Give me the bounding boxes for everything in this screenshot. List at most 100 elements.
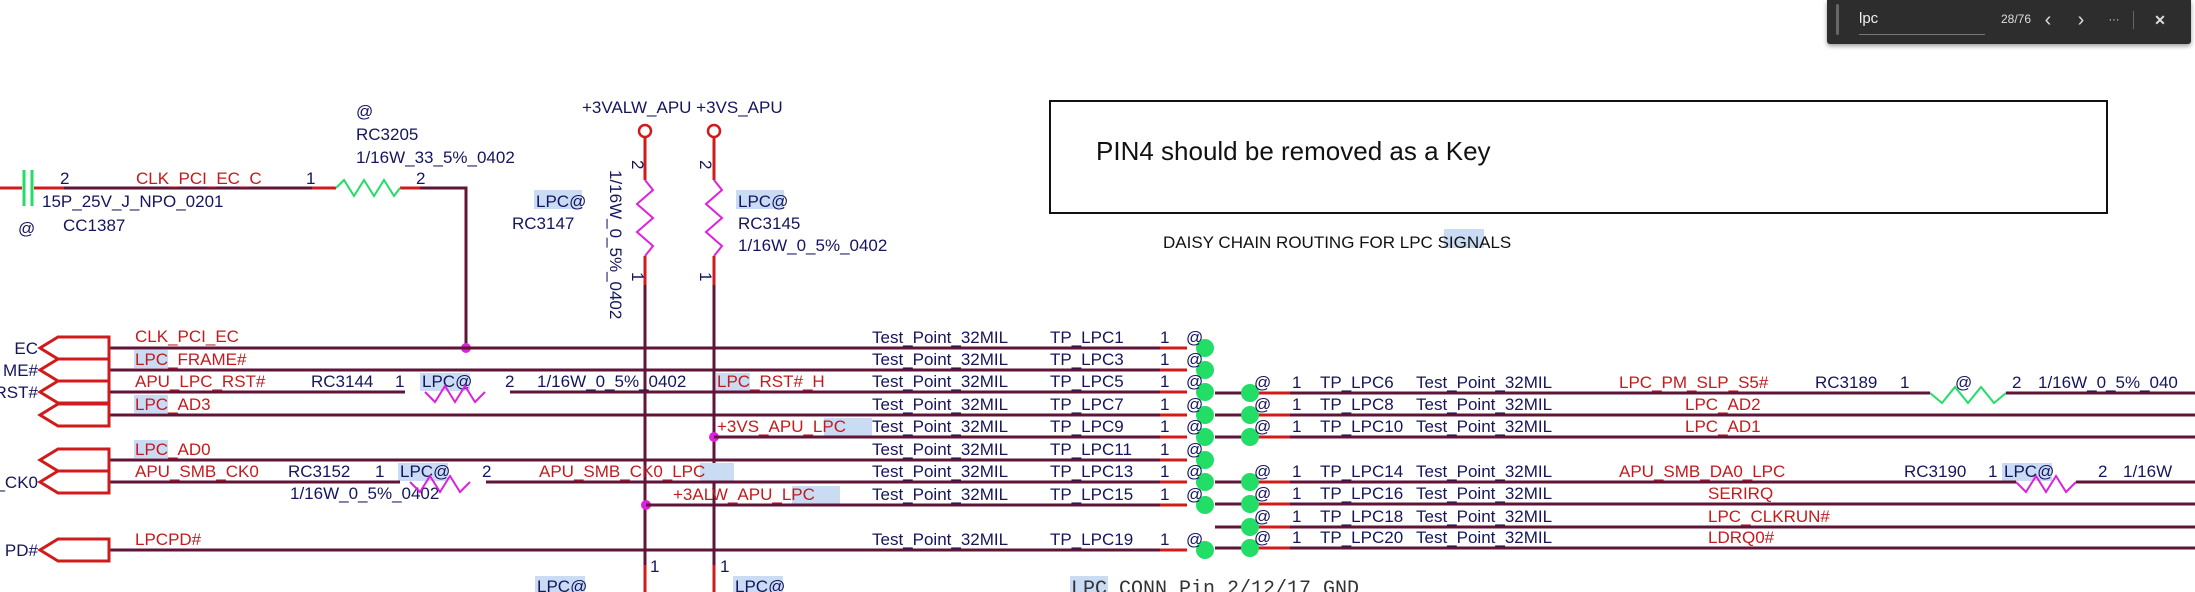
testpoint-pin: 1 [1160,485,1169,504]
divider [2133,11,2134,29]
testpoint-pin: 1 [1160,530,1169,549]
svg-text:RC3144: RC3144 [311,372,373,391]
testpoint-ref: TP_LPC9 [1050,417,1124,436]
testpoint-pad [1196,406,1214,424]
svg-text:RC3152: RC3152 [288,462,350,481]
svg-text:CLK_PCI_EC_C: CLK_PCI_EC_C [136,169,262,188]
svg-text:LPC@: LPC@ [422,372,472,391]
close-icon[interactable]: ✕ [2154,12,2166,28]
svg-text:1: 1 [1900,373,1909,392]
svg-text:LPC_AD3: LPC_AD3 [135,395,211,414]
testpoint-part: Test_Point_32MIL [872,395,1008,414]
svg-text:RC3145: RC3145 [738,214,800,233]
testpoint-ref: TP_LPC8 [1320,395,1394,414]
note-text: PIN4 should be removed as a Key [1096,136,1491,166]
port-label: ME# [3,361,39,380]
testpoint-pin: 1 [1292,417,1301,436]
testpoint-pin: 1 [1292,484,1301,503]
resistor-rc3144 [424,384,486,404]
svg-text:1/16W_0_5%_0402: 1/16W_0_5%_0402 [537,372,686,391]
testpoint-pad [1196,541,1214,559]
more-options-icon[interactable]: ··· [2108,14,2120,26]
testpoint-at: @ [1186,440,1203,459]
daisy-chain-title: DAISY CHAIN ROUTING FOR LPC SIGNALS [1163,233,1511,252]
testpoint-ref: TP_LPC6 [1320,373,1394,392]
testpoint-part: Test_Point_32MIL [1416,528,1552,547]
testpoint-ref: TP_LPC18 [1320,507,1403,526]
testpoint-pad [1196,361,1214,379]
svg-text:1/16W_0_5%_0402: 1/16W_0_5%_0402 [290,484,439,503]
testpoint-at: @ [1254,417,1271,436]
testpoint-part: Test_Point_32MIL [872,440,1008,459]
net-label: LPC_AD2 [1685,395,1761,414]
svg-text:RC3189: RC3189 [1815,373,1877,392]
testpoint-pin: 1 [1160,417,1169,436]
find-input[interactable]: lpc [1859,8,1985,35]
previous-match-button[interactable]: ‹ [2044,9,2052,31]
net-label: LDRQ0# [1708,528,1775,547]
svg-text:APU_SMB_CK0: APU_SMB_CK0 [135,462,259,481]
port-connector [37,357,111,383]
svg-text:1: 1 [1988,462,1997,481]
svg-text:CLK_PCI_EC: CLK_PCI_EC [135,327,239,346]
testpoint-part: Test_Point_32MIL [1416,462,1552,481]
svg-text:LPC@: LPC@ [536,192,586,211]
testpoint-pad [1241,428,1259,446]
svg-text:LPC@: LPC@ [400,462,450,481]
resistor-rc3152 [409,474,471,494]
testpoint-pad [1241,495,1259,513]
svg-text:2: 2 [416,169,425,188]
note-box [1049,100,2108,214]
resistor-rc3205 [335,178,401,198]
svg-text:1/16W: 1/16W [2123,462,2172,481]
testpoint-pin: 1 [1160,350,1169,369]
testpoint-at: @ [1254,484,1271,503]
port-connector [37,402,111,428]
testpoint-pad [1196,473,1214,491]
testpoint-at: @ [1254,507,1271,526]
find-bar-grip[interactable] [1836,4,1839,35]
testpoint-ref: TP_LPC19 [1050,530,1133,549]
testpoint-pad [1241,384,1259,402]
testpoint-at: @ [1254,462,1271,481]
testpoint-part: Test_Point_32MIL [872,328,1008,347]
svg-text:LPCPD#: LPCPD# [135,530,202,549]
svg-text:@: @ [356,102,373,121]
testpoint-at: @ [1254,373,1271,392]
svg-text:2: 2 [2012,373,2021,392]
match-count: 28/76 [2001,12,2032,26]
port-label: PD# [5,541,39,560]
testpoint-pad [1196,451,1214,469]
svg-text:1/16W_0_5%_0402: 1/16W_0_5%_0402 [606,170,625,319]
next-match-button[interactable]: › [2077,9,2085,31]
svg-text:APU_LPC_RST#: APU_LPC_RST# [135,372,266,391]
net-label: LPC_CLKRUN# [1708,507,1830,526]
svg-text:2: 2 [482,462,491,481]
testpoint-pin: 1 [1292,507,1301,526]
testpoint-ref: TP_LPC3 [1050,350,1124,369]
svg-text:LPC@: LPC@ [738,192,788,211]
testpoint-part: Test_Point_32MIL [1416,417,1552,436]
testpoint-ref: TP_LPC16 [1320,484,1403,503]
testpoint-pin: 1 [1292,373,1301,392]
net-label: SERIRQ [1708,484,1773,503]
testpoint-part: Test_Point_32MIL [872,350,1008,369]
testpoint-part: Test_Point_32MIL [872,485,1008,504]
power-port-3valw [637,123,653,139]
port-connector [37,335,111,361]
resistor-rc3190 [2015,474,2077,494]
testpoint-ref: TP_LPC14 [1320,462,1403,481]
testpoint-at: @ [1186,328,1203,347]
power-rail-label: +3VALW_APU +3VS_APU [582,98,783,117]
testpoint-at: @ [1186,417,1203,436]
testpoint-part: Test_Point_32MIL [872,462,1008,481]
svg-text:LPC_FRAME#: LPC_FRAME# [135,350,247,369]
svg-text:1: 1 [306,169,315,188]
svg-text:APU_SMB_CK0_LPC: APU_SMB_CK0_LPC [539,462,705,481]
svg-text:+3ALW_APU_LPC: +3ALW_APU_LPC [673,485,815,504]
find-bar: lpc 28/76 ‹ › ··· ✕ [1827,0,2191,44]
testpoint-part: Test_Point_32MIL [1416,395,1552,414]
svg-text:1: 1 [628,272,647,281]
testpoint-part: Test_Point_32MIL [872,530,1008,549]
svg-text:LPC@: LPC@ [537,577,587,592]
